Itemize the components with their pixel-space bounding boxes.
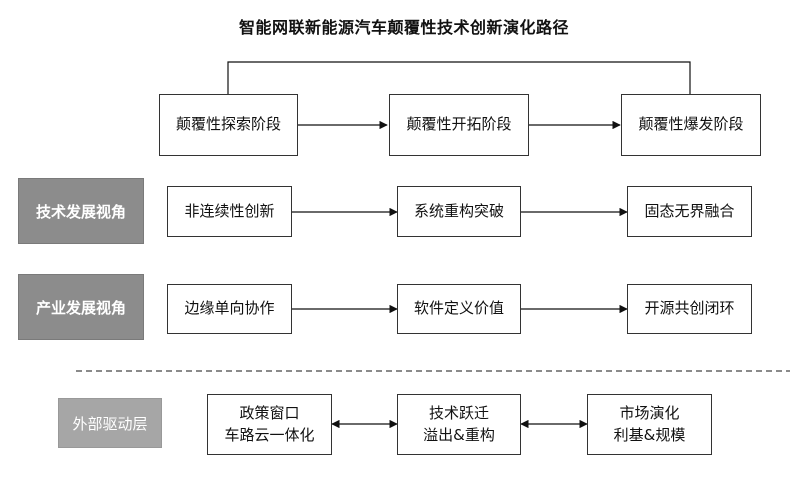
stage-box-exploration: 颠覆性探索阶段 (159, 94, 298, 156)
stage-box-explosion: 颠覆性爆发阶段 (621, 94, 761, 156)
driver-tech-line1: 技术跃迁 (428, 403, 489, 422)
tech-step-2: 系统重构突破 (397, 186, 521, 237)
stage-bracket (227, 61, 691, 94)
tech-view-label: 技术发展视角 (18, 178, 144, 244)
industry-step-1: 边缘单向协作 (167, 284, 292, 334)
industry-step-2: 软件定义价值 (397, 284, 521, 334)
external-driver-market: 市场演化 利基&规模 (587, 394, 712, 455)
external-layer-label: 外部驱动层 (58, 398, 162, 448)
tech-step-1: 非连续性创新 (167, 186, 292, 237)
driver-policy-line1: 政策窗口 (239, 403, 300, 422)
driver-market-line2: 利基&规模 (613, 425, 686, 444)
tech-step-3: 固态无界融合 (627, 186, 752, 237)
stage-box-expansion: 颠覆性开拓阶段 (389, 94, 529, 156)
driver-market-line1: 市场演化 (619, 403, 680, 422)
industry-step-3: 开源共创闭环 (627, 284, 752, 334)
external-driver-tech: 技术跃迁 溢出&重构 (397, 394, 521, 455)
external-driver-policy: 政策窗口 车路云一体化 (207, 394, 332, 455)
industry-view-label: 产业发展视角 (18, 274, 144, 340)
driver-policy-line2: 车路云一体化 (224, 425, 315, 444)
diagram-title: 智能网联新能源汽车颠覆性技术创新演化路径 (238, 18, 569, 37)
driver-tech-line2: 溢出&重构 (423, 425, 495, 444)
